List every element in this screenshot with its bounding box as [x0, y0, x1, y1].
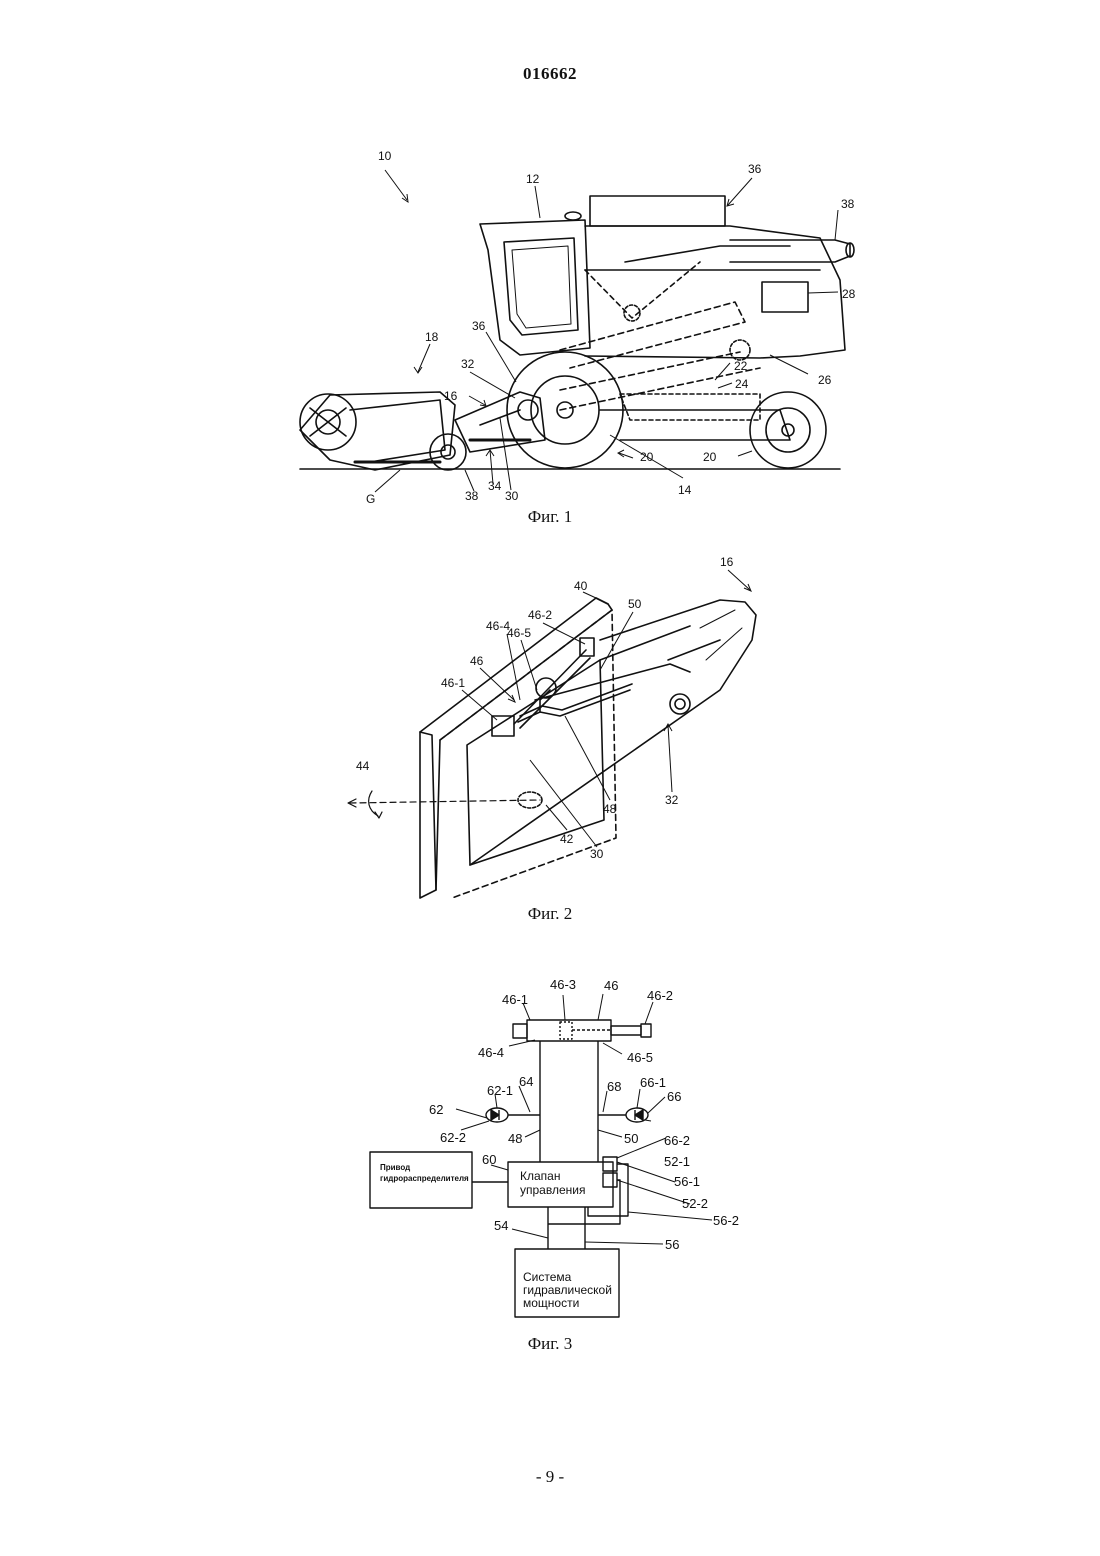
- fig3-label: 66-2: [664, 1133, 690, 1148]
- fig1-label: 38: [465, 489, 479, 503]
- fig3-label: 60: [482, 1152, 496, 1167]
- fig3-label: 64: [519, 1074, 533, 1089]
- fig1-label: 20: [703, 450, 717, 464]
- fig2-label: 46-2: [528, 608, 552, 622]
- fig2-label: 46-5: [507, 626, 531, 640]
- figure-1-caption: Фиг. 1: [0, 507, 1100, 527]
- fig1-label: G: [366, 492, 375, 506]
- valve-drive-label: Привод: [380, 1163, 410, 1172]
- fig1-label: 18: [425, 330, 439, 344]
- fig1-label: 36: [748, 162, 762, 176]
- fig3-label: 46-4: [478, 1045, 504, 1060]
- fig1-label: 20: [640, 450, 654, 464]
- fig3-label: 46-2: [647, 988, 673, 1003]
- fig1-label: 38: [841, 197, 855, 211]
- page-number: - 9 -: [0, 1467, 1100, 1487]
- fig3-label: 50: [624, 1131, 638, 1146]
- fig1-label: 34: [488, 479, 502, 493]
- fig1-label: 16: [444, 389, 458, 403]
- hydraulic-power-label: мощности: [523, 1296, 579, 1310]
- fig2-label: 40: [574, 579, 588, 593]
- fig3-label: 48: [508, 1131, 522, 1146]
- fig2-label: 50: [628, 597, 642, 611]
- fig2-label: 30: [590, 847, 604, 861]
- fig2-label: 16: [720, 555, 734, 569]
- fig2-label: 42: [560, 832, 574, 846]
- figure-2-caption: Фиг. 2: [0, 904, 1100, 924]
- fig3-label: 68: [607, 1079, 621, 1094]
- fig1-label: 12: [526, 172, 540, 186]
- fig2-label: 32: [665, 793, 679, 807]
- fig3-label: 56-2: [713, 1213, 739, 1228]
- fig1-label: 32: [461, 357, 475, 371]
- hydraulic-power-label: Система: [523, 1270, 572, 1284]
- fig1-label: 30: [505, 489, 519, 503]
- fig3-label: 54: [494, 1218, 508, 1233]
- fig3-label: 46-3: [550, 977, 576, 992]
- fig1-label: 26: [818, 373, 832, 387]
- fig1-label: 22: [734, 359, 748, 373]
- fig3-label: 52-1: [664, 1154, 690, 1169]
- fig3-label: 46-5: [627, 1050, 653, 1065]
- valve-drive-label: гидрораспределителя: [380, 1174, 469, 1183]
- hydraulic-power-label: гидравлической: [523, 1283, 612, 1297]
- fig2-label: 46: [470, 654, 484, 668]
- figure-1-combine-drawing: 10 12 36 38 28 26 18 36 32 16 22 24 14 2…: [0, 0, 1100, 540]
- fig3-label: 66-1: [640, 1075, 666, 1090]
- control-valve-label: Клапан: [520, 1169, 560, 1183]
- figure-3-caption: Фиг. 3: [0, 1334, 1100, 1354]
- fig3-label: 62-2: [440, 1130, 466, 1145]
- control-valve-label: управления: [520, 1183, 585, 1197]
- fig2-label: 46-1: [441, 676, 465, 690]
- fig1-label: 28: [842, 287, 856, 301]
- fig2-label: 44: [356, 759, 370, 773]
- figure-3-hydraulic-schematic: 46-3 46 46-1 46-2 46-4 46-5 62-1 64 68 6…: [0, 965, 1100, 1335]
- figure-2-frame-drawing: 16 40 50 46-2 46-4 46-5 46 46-1 44 48 32…: [0, 540, 1100, 920]
- fig1-label: 14: [678, 483, 692, 497]
- fig3-label: 56-1: [674, 1174, 700, 1189]
- fig3-label: 52-2: [682, 1196, 708, 1211]
- fig3-label: 46-1: [502, 992, 528, 1007]
- fig2-label: 48: [603, 802, 617, 816]
- fig1-label: 36: [472, 319, 486, 333]
- fig3-label: 66: [667, 1089, 681, 1104]
- fig1-label: 24: [735, 377, 749, 391]
- fig1-label: 10: [378, 149, 392, 163]
- fig3-label: 46: [604, 978, 618, 993]
- fig3-label: 56: [665, 1237, 679, 1252]
- fig3-label: 62-1: [487, 1083, 513, 1098]
- fig3-label: 62: [429, 1102, 443, 1117]
